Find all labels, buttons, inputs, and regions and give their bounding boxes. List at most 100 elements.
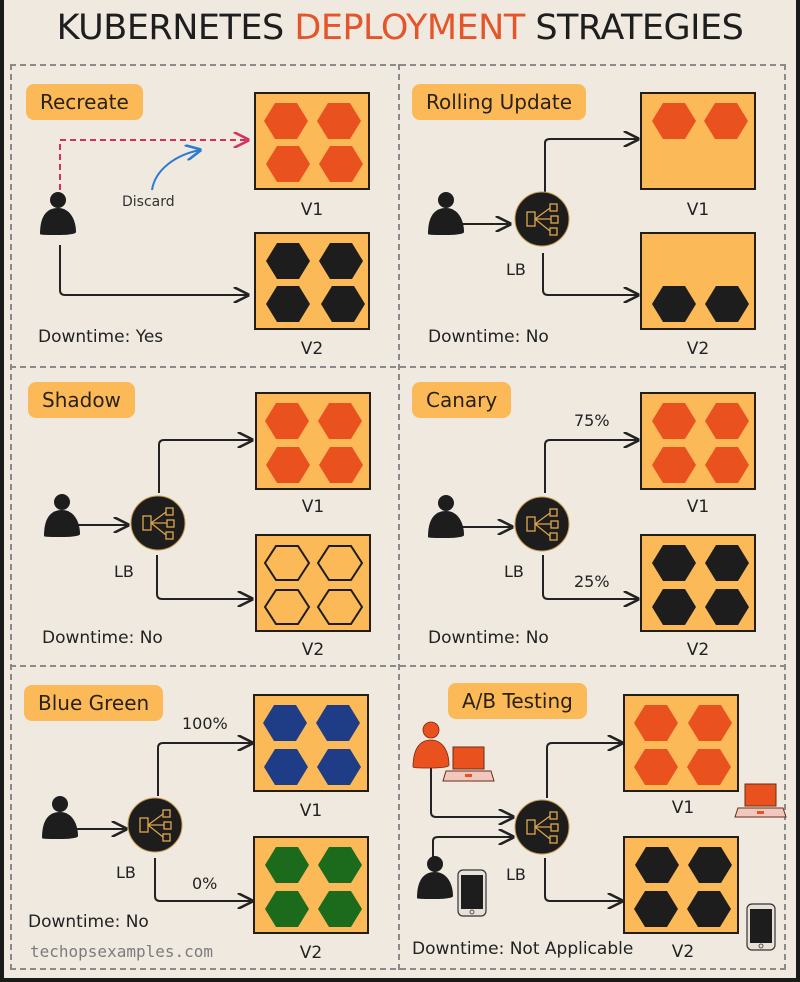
lb-label: LB: [116, 863, 136, 882]
pod-icon: [264, 103, 308, 139]
v1-label: V1: [671, 798, 695, 818]
lb-label: LB: [506, 865, 526, 884]
pod-icon: [634, 705, 678, 741]
v1-box: [254, 92, 370, 190]
pod-icon: [705, 286, 749, 322]
strategy-label: Canary: [412, 382, 512, 418]
pod-icon: [688, 705, 732, 741]
v2-label: V2: [671, 942, 695, 962]
v2-traffic-percent: 25%: [574, 572, 610, 591]
lb-label: LB: [506, 260, 526, 279]
v2-box: [640, 534, 756, 632]
pod-icon: [652, 545, 696, 581]
v1-box: [623, 694, 739, 792]
downtime-text: Downtime: No: [428, 628, 549, 648]
pod-icon: [319, 146, 363, 182]
strategy-label: Shadow: [28, 382, 135, 418]
title-prefix: KUBERNETES: [56, 8, 295, 48]
downtime-text: Downtime: No: [28, 912, 149, 932]
v2-label: V2: [686, 339, 710, 359]
pod-icon: [688, 847, 732, 883]
pod-icon: [265, 847, 309, 883]
strategy-label: A/B Testing: [448, 683, 587, 719]
pod-icon: [266, 447, 310, 483]
pod-icon: [263, 705, 307, 741]
pod-icon: [266, 243, 310, 279]
v1-label: V1: [686, 497, 710, 517]
v1-label: V1: [686, 200, 710, 220]
title-suffix: STRATEGIES: [524, 8, 744, 48]
pod-icon: [318, 891, 362, 927]
v1-label: V1: [299, 801, 323, 821]
page-title: KUBERNETES DEPLOYMENT STRATEGIES: [0, 8, 800, 48]
v1-box: [640, 392, 756, 490]
panel-rolling-update: Rolling Update LB V1 V2 Downtime: No: [400, 64, 788, 364]
strategy-label: Rolling Update: [412, 84, 587, 120]
pod-icon: [652, 589, 696, 625]
title-accent: DEPLOYMENT: [294, 8, 525, 48]
panel-recreate: Recreate Discard V1 V2 Downtime: Yes: [10, 64, 398, 364]
pod-icon: [321, 286, 365, 322]
pod-icon: [652, 103, 696, 139]
v1-box: [253, 694, 369, 792]
pod-icon: [264, 749, 308, 785]
pod-icon: [265, 403, 309, 439]
downtime-text: Downtime: No: [42, 628, 163, 648]
pod-icon: [634, 749, 678, 785]
discard-label: Discard: [122, 194, 175, 210]
panel-canary: Canary 75% 25% LB V1 V2 Downtime: No: [400, 366, 788, 666]
panel-blue-green: Blue Green 100% 0% LB V1 V2 Downtime: No…: [10, 665, 398, 965]
pod-icon: [265, 891, 309, 927]
watermark: techopsexamples.com: [30, 942, 214, 961]
pod-icon: [319, 447, 363, 483]
v1-label: V1: [300, 200, 324, 220]
pod-outline-icons: [263, 545, 364, 625]
pod-icon: [704, 103, 748, 139]
panel-ab-testing: A/B Testing LB V1 V2 Downtime: Not Appli…: [400, 665, 788, 965]
lb-label: LB: [114, 562, 134, 581]
v2-label: V2: [300, 339, 324, 359]
pod-icon: [652, 447, 696, 483]
v1-box: [255, 392, 371, 490]
pod-icon: [705, 403, 749, 439]
v2-box: [254, 232, 370, 330]
laptop-icon: [443, 747, 494, 781]
v2-box: [253, 836, 369, 934]
pod-icon: [705, 545, 749, 581]
pod-icon: [317, 103, 361, 139]
pod-icon: [317, 749, 361, 785]
pod-icon: [652, 403, 696, 439]
v2-box: [255, 534, 371, 632]
pod-icon: [266, 146, 310, 182]
pod-icon: [652, 286, 696, 322]
pod-icon: [266, 286, 310, 322]
v2-traffic-percent: 0%: [192, 874, 218, 893]
panel-shadow: Shadow LB V1 V2 Downtime: No: [10, 366, 398, 666]
downtime-text: Downtime: No: [428, 327, 549, 347]
pod-icon: [319, 243, 363, 279]
pod-icon: [635, 847, 679, 883]
strategy-label: Recreate: [26, 84, 143, 120]
v2-box: [640, 232, 756, 330]
v2-box: [623, 836, 739, 934]
grid-divider-horizontal-2: [10, 665, 786, 667]
downtime-text: Downtime: Not Applicable: [412, 939, 634, 959]
grid-divider-horizontal-1: [10, 366, 786, 368]
pod-icon: [687, 749, 731, 785]
pod-icon: [634, 891, 678, 927]
strategy-label: Blue Green: [24, 685, 164, 721]
v1-traffic-percent: 75%: [574, 411, 610, 430]
downtime-text: Downtime: Yes: [38, 327, 164, 347]
v1-label: V1: [301, 497, 325, 517]
pod-icon: [316, 705, 360, 741]
phone-icon: [458, 870, 486, 916]
v2-label: V2: [686, 640, 710, 660]
pod-icon: [318, 847, 362, 883]
pod-icon: [705, 447, 749, 483]
pod-icon: [705, 589, 749, 625]
pod-icon: [318, 403, 362, 439]
v1-box: [640, 92, 756, 190]
v2-label: V2: [299, 943, 323, 963]
pod-icon: [687, 891, 731, 927]
lb-label: LB: [504, 562, 524, 581]
